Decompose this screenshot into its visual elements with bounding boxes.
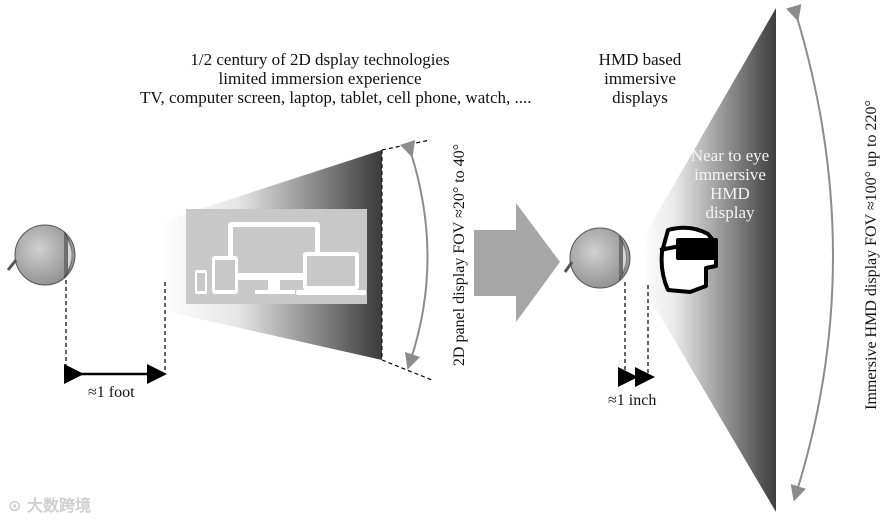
left-caption-line1: 1/2 century of 2D dsplay technologies <box>190 50 450 69</box>
watermark-logo: ⊙ 大数跨境 <box>8 492 91 516</box>
right-caption-line2: immersive <box>604 69 676 88</box>
devices-icon <box>195 222 366 295</box>
near-eye-label: Near to eye immersive HMD display <box>670 146 790 222</box>
right-caption-line3: displays <box>612 88 668 107</box>
right-caption: HMD based immersive displays <box>560 50 720 107</box>
near-eye-line1: Near to eye <box>690 146 770 165</box>
left-caption-line2: limited immersion experience <box>218 69 422 88</box>
right-eye-icon <box>563 227 631 289</box>
near-eye-line2: immersive <box>694 165 766 184</box>
near-eye-line3: HMD <box>710 184 750 203</box>
watermark-text: 大数跨境 <box>26 496 91 515</box>
inch-distance-label: ≈1 inch <box>608 392 657 409</box>
left-caption-line3: TV, computer screen, laptop, tablet, cel… <box>140 88 532 107</box>
hmd-fov-arc <box>786 4 834 502</box>
left-caption: 1/2 century of 2D dsplay technologies li… <box>140 50 532 107</box>
foot-distance-label: ≈1 foot <box>88 384 135 401</box>
panel-cone-top-edge <box>381 139 431 151</box>
transition-arrow <box>474 203 560 322</box>
near-eye-line4: display <box>705 203 755 222</box>
left-eye-icon <box>6 224 76 286</box>
hmd-fov-label: Immersive HMD display FOV ≈100° up to 22… <box>863 100 880 410</box>
vr-headset-icon <box>659 225 718 294</box>
panel-fov-label: 2D panel display FOV ≈20° to 40° <box>451 143 468 367</box>
panel-fov-arc <box>399 139 429 370</box>
watermark-icon: ⊙ <box>8 496 22 515</box>
panel-cone-bottom-edge <box>381 359 433 381</box>
right-caption-line1: HMD based <box>598 50 682 69</box>
